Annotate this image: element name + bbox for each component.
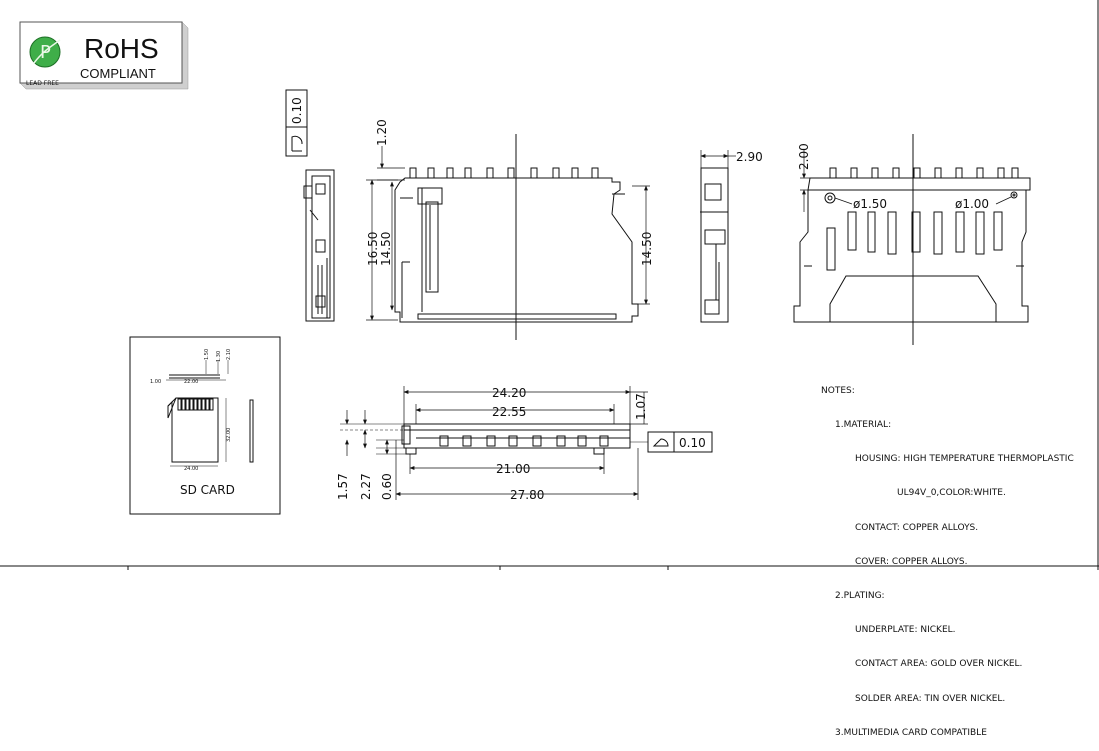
rear-view [793,134,1031,345]
rohs-subtitle: COMPLIANT [80,66,156,81]
bottom-view [340,423,713,455]
sd-dim-22-00: 22.00 [184,379,198,385]
note-line: SOLDER AREA: TIN OVER NICKEL. [855,693,1006,704]
lead-free-label: LEAD FREE [26,80,59,87]
note-line: 2.PLATING: [835,591,885,602]
notes-block: NOTES: 1.MATERIAL: HOUSING: HIGH TEMPERA… [821,363,1091,751]
dim-2-00: 2.00 [797,143,811,170]
sd-card-box [129,336,281,515]
note-line: CONTACT AREA: GOLD OVER NICKEL. [855,659,1023,670]
sd-dim-24-00: 24.00 [184,466,198,472]
rear-dims [800,150,1012,212]
dim-16-50: 16.50 [366,232,380,266]
dim-24-20: 24.20 [492,386,526,400]
sd-card-contacts [177,398,214,411]
rohs-logo: P LEAD FREE RoHS COMPLIANT [19,21,189,90]
bottom-pins [439,435,609,447]
sd-dim-1-30: 1.30 [216,351,222,362]
front-dims [366,146,650,321]
rear-pins [829,167,1019,179]
note-line: CONTACT: COPPER ALLOYS. [855,522,979,533]
dim-tol-left: 0.10 [290,97,304,124]
dim-0-60: 0.60 [380,473,394,500]
note-line: COVER: COPPER ALLOYS. [855,556,968,567]
note-line: UL94V_0,COLOR:WHITE. [897,488,1006,499]
dim-tol-bottom: 0.10 [679,436,706,450]
note-line: 1.MATERIAL: [835,420,892,431]
note-line: 3.MULTIMEDIA CARD COMPATIBLE [835,727,987,738]
sheet-border [0,0,1099,570]
dim-2-27: 2.27 [359,473,373,500]
drawing-sheet: P LEAD FREE RoHS COMPLIANT 0.10 [0,0,1099,570]
leaf-letter: P [40,42,51,63]
note-line: UNDERPLATE: NICKEL. [855,625,956,636]
rear-contacts [826,211,1003,271]
sd-card-label: SD CARD [180,483,235,497]
dim-22-55: 22.55 [492,405,526,419]
sd-dim-1-50: 1.50 [204,349,210,360]
dim-hole-large: ø1.50 [853,197,887,211]
dim-1-57: 1.57 [336,473,350,500]
right-dims [700,150,736,168]
bottom-dims [345,386,648,500]
dim-27-80: 27.80 [510,488,544,502]
dim-hole-small: ø1.00 [955,197,989,211]
dim-1-20: 1.20 [375,119,389,146]
left-side-view [285,89,335,322]
notes-header: NOTES: [821,385,855,396]
flatness-frame-left [285,89,308,157]
dim-21-00: 21.00 [496,462,530,476]
dim-1-07: 1.07 [634,393,648,420]
dim-14-50-left: 14.50 [379,232,393,266]
right-side-view [700,167,729,323]
front-view [394,134,639,340]
sd-dim-1-00: 1.00 [150,379,161,385]
front-pins [409,167,599,179]
note-line: HOUSING: HIGH TEMPERATURE THERMOPLASTIC [855,454,1074,465]
dim-14-50-right: 14.50 [640,232,654,266]
leaf-icon: P [29,36,61,68]
rohs-title: RoHS [84,33,159,64]
dim-2-90: 2.90 [736,150,763,164]
sd-dim-32-00: 32.00 [226,428,232,442]
sd-dim-2-10: 2.10 [226,349,232,360]
